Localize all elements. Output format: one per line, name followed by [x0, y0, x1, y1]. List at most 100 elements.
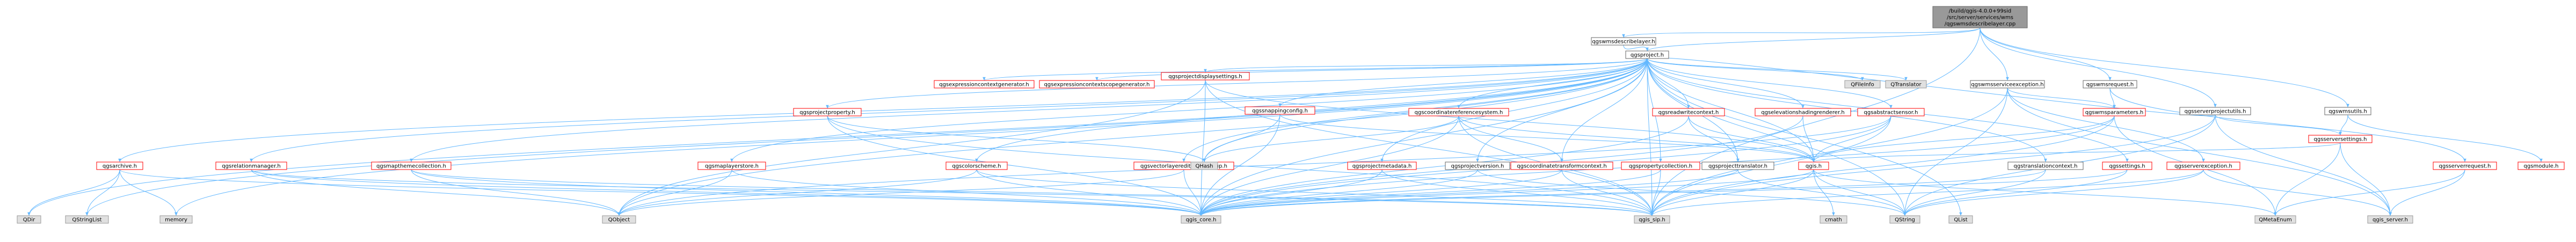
node-box	[1347, 162, 1417, 170]
node-qgswmsserviceexception[interactable]: qgswmsserviceexception.h	[1970, 80, 2045, 89]
node-serversettings[interactable]: qgsserversettings.h	[2308, 135, 2373, 143]
edge-projdispsettings-to-qobject	[617, 79, 1206, 216]
node-box	[2179, 107, 2251, 115]
node-projversion[interactable]: qgsprojectversion.h	[1445, 162, 1510, 170]
node-cmath: cmath	[1820, 215, 1847, 224]
node-relmgr[interactable]: qgsrelationmanager.h	[215, 162, 287, 170]
node-elevshading[interactable]: qgselevationshadingrenderer.h	[1755, 108, 1851, 116]
node-box	[1634, 215, 1670, 224]
node-label: QHash	[1195, 164, 1213, 170]
node-label: qgsmodule.h	[2524, 164, 2559, 170]
node-box	[17, 215, 41, 224]
node-projmeta[interactable]: qgsprojectmetadata.h	[1347, 162, 1417, 170]
edge-wmsparams-to-qgis	[1812, 115, 2115, 163]
node-label: qgsprojectversion.h	[1451, 164, 1504, 170]
edge-qgsproject-to-exprctxgen	[983, 58, 1648, 81]
node-box	[1798, 162, 1829, 170]
node-ctctx[interactable]: qgscoordinatetransformcontext.h	[1510, 162, 1613, 170]
node-vlayeredit[interactable]: qgsvectorlayereditbuffergroup.h	[1133, 162, 1234, 170]
node-box	[1408, 108, 1509, 116]
edge-qgswmsrequest-to-wmsparams	[2109, 87, 2116, 109]
node-abstractsensor[interactable]: qgsabstractsensor.h	[1857, 108, 1925, 116]
node-label: qgsserverexception.h	[2174, 164, 2232, 170]
node-readerctx[interactable]: qgsreadwritecontext.h	[1652, 108, 1725, 116]
edge-qgswmsserviceexception-to-qgsserver	[2007, 87, 2392, 216]
node-serverrequest[interactable]: qgsserverrequest.h	[2433, 162, 2497, 170]
node-label: qgis_core.h	[1186, 217, 1217, 223]
node-box	[1621, 162, 1700, 170]
node-label: qgssettings.h	[2109, 164, 2145, 170]
edge-root-to-qgswmsserviceexception	[1980, 27, 2009, 81]
node-settings[interactable]: qgssettings.h	[2102, 162, 2152, 170]
node-label: qgsabstractsensor.h	[1864, 110, 1918, 116]
node-colorscheme[interactable]: qgscolorscheme.h	[945, 162, 1008, 170]
node-box	[2083, 80, 2137, 89]
node-label: qgscolorscheme.h	[952, 164, 1001, 170]
node-qgis[interactable]: qgis.h	[1798, 162, 1829, 170]
node-wmsdescribelayer[interactable]: qgswmsdescribelayer.h	[1591, 37, 1656, 46]
edge-qgsproject-to-qgscore	[1199, 58, 1648, 216]
node-qlist: QList	[1948, 215, 1973, 224]
node-box	[2166, 162, 2240, 170]
node-exprctxscopegen[interactable]: qgsexpressioncontextscopegenerator.h	[1039, 80, 1155, 89]
node-box	[1948, 215, 1973, 224]
edge-qgsproject-to-mapthemecoll	[410, 58, 1648, 163]
edge-qgis-to-qstring	[1813, 169, 1906, 216]
node-box	[1885, 80, 1927, 89]
edge-projversion-to-qstring	[1477, 169, 1906, 216]
node-qobject: QObject	[602, 215, 636, 224]
node-projtranslator[interactable]: qgsprojecttranslator.h	[1701, 162, 1774, 170]
edge-root-to-wmsdescribelayer	[1622, 27, 1981, 38]
node-label: QObject	[608, 217, 630, 223]
node-maplayerstore[interactable]: qgsmaplayerstore.h	[697, 162, 766, 170]
edge-projdispsettings-to-qgscore	[1199, 79, 1206, 216]
node-qtranslator: QTranslator	[1885, 80, 1927, 89]
node-mapthemecoll[interactable]: qgsmapthemecollection.h	[371, 162, 452, 170]
edge-serversettings-to-qgis	[1812, 142, 2341, 163]
node-exprctxgen[interactable]: qgsexpressioncontextgenerator.h	[934, 80, 1035, 89]
node-qgsserverprojectutils[interactable]: qgsserverprojectutils.h	[2179, 107, 2251, 115]
edge-archive-to-qdir	[27, 169, 120, 216]
node-wmsparams[interactable]: qgswmsparameters.h	[2083, 108, 2146, 116]
edge-snapconfig-to-qgscore	[1199, 114, 1280, 216]
node-label: qgswmsserviceexception.h	[1971, 82, 2043, 88]
node-archive[interactable]: qgsarchive.h	[96, 162, 143, 170]
node-label: qgscoordinatetransformcontext.h	[1517, 164, 1606, 170]
edge-qgsserverprojectutils-to-qgsserver	[2215, 114, 2392, 216]
node-qgsmodule[interactable]: qgsmodule.h	[2517, 162, 2565, 170]
node-propcoll[interactable]: qgspropertycollection.h	[1621, 162, 1700, 170]
node-root[interactable]: /build/qgis-4.0.0+99sid/src/server/servi…	[1932, 6, 2028, 28]
node-box	[1820, 215, 1847, 224]
edge-projversion-to-qgscore	[1199, 169, 1478, 216]
node-box	[1844, 80, 1881, 89]
node-box	[934, 80, 1035, 89]
node-label: qgsvectorlayereditbuffergroup.h	[1140, 164, 1227, 170]
node-label: QTranslator	[1890, 82, 1922, 88]
node-qgsproject[interactable]: qgsproject.h	[1625, 50, 1669, 59]
node-label: qgsmaplayerstore.h	[705, 164, 759, 170]
node-qgswmsrequest[interactable]: qgswmsrequest.h	[2083, 80, 2137, 89]
node-qgswmsutils[interactable]: qgswmsutils.h	[2324, 107, 2371, 115]
node-label: qgssnappingconfig.h	[1252, 108, 1308, 114]
node-snapconfig[interactable]: qgssnappingconfig.h	[1245, 106, 1315, 115]
edge-archive-to-qgscore	[119, 169, 1203, 216]
node-label: qgis.h	[1806, 164, 1822, 170]
node-crs[interactable]: qgscoordinatereferencesystem.h	[1408, 108, 1509, 116]
edge-projmeta-to-qgscore	[1199, 169, 1382, 216]
edges-layer	[27, 27, 2543, 216]
node-label: qgis_server.h	[2373, 217, 2408, 223]
edge-maplayerstore-to-qgscore	[731, 169, 1203, 216]
node-projdispsettings[interactable]: qgsprojectdisplaysettings.h	[1161, 72, 1250, 80]
node-projprop[interactable]: qgsprojectproperty.h	[793, 108, 862, 116]
edge-qgsserverprojectutils-to-qgssip	[1650, 114, 2216, 216]
node-box	[2083, 108, 2146, 116]
node-box	[2517, 162, 2565, 170]
node-label: qgsserverprojectutils.h	[2185, 109, 2246, 115]
node-box	[2367, 215, 2413, 224]
node-serverexc[interactable]: qgsserverexception.h	[2166, 162, 2240, 170]
edge-relmgr-to-qobject	[251, 169, 621, 216]
edge-qgswmsserviceexception-to-serverexc	[2007, 87, 2205, 163]
node-trctx[interactable]: qgstranslationcontext.h	[2007, 162, 2084, 170]
node-label: qgsreadwritecontext.h	[1658, 110, 1719, 116]
nodes-layer: /build/qgis-4.0.0+99sid/src/server/servi…	[17, 6, 2565, 224]
